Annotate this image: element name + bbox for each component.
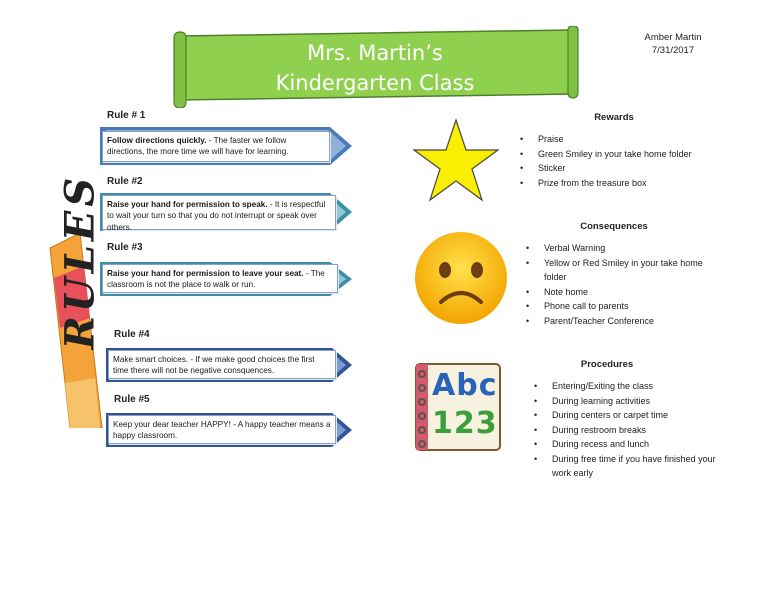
rule-2-card: Raise your hand for permission to speak.… — [100, 190, 352, 234]
sad-face-icon — [413, 230, 509, 331]
list-item: Prize from the treasure box — [518, 176, 748, 191]
list-item: Note home — [524, 285, 714, 300]
banner-scroll-shape — [173, 25, 579, 109]
list-item: Sticker — [518, 161, 748, 176]
list-item: Praise — [518, 132, 748, 147]
author-name: Amber Martin — [644, 32, 702, 43]
list-item: Entering/Exiting the class — [532, 379, 722, 394]
rule-4-label: Rule #4 — [114, 329, 150, 340]
consequences-list: Verbal Warning Yellow or Red Smiley in y… — [524, 241, 714, 328]
list-item: Phone call to parents — [524, 299, 714, 314]
list-item: During restroom breaks — [532, 423, 722, 438]
title-line-1: Mrs. Martin’s — [307, 41, 443, 65]
list-item: During recess and lunch — [532, 437, 722, 452]
author-date: 7/31/2017 — [651, 45, 695, 56]
procedures-title: Procedures — [580, 359, 634, 370]
abc-notebook-icon: Abc 123 — [412, 362, 504, 452]
rule-3-card: Raise your hand for permission to leave … — [100, 259, 352, 299]
list-item: Yellow or Red Smiley in your take home f… — [524, 256, 714, 285]
page-title: Mrs. Martin’s Kindergarten Class — [170, 26, 580, 98]
star-icon — [412, 118, 500, 209]
rule-4-card: Make smart choices. - If we make good ch… — [106, 345, 352, 385]
list-item: Parent/Teacher Conference — [524, 314, 714, 329]
list-item: During free time if you have finished yo… — [532, 452, 722, 481]
rule-4-text: Make smart choices. - If we make good ch… — [108, 350, 336, 379]
author-block: Amber Martin 7/31/2017 — [628, 31, 718, 57]
notebook-numbers: 123 — [432, 406, 498, 441]
consequences-title: Consequences — [580, 221, 648, 232]
rules-vertical-text: RULES — [56, 173, 104, 350]
list-item: Green Smiley in your take home folder — [518, 147, 748, 162]
rule-5-card: Keep your dear teacher HAPPY! - A happy … — [106, 410, 352, 450]
rule-1-card: Follow directions quickly. - The faster … — [100, 124, 352, 168]
list-item: Verbal Warning — [524, 241, 714, 256]
rule-2-label: Rule #2 — [107, 176, 143, 187]
rule-3-label: Rule #3 — [107, 242, 143, 253]
procedures-list: Entering/Exiting the class During learni… — [532, 379, 722, 481]
rule-2-text: Raise your hand for permission to speak.… — [102, 195, 336, 232]
rule-5-label: Rule #5 — [114, 394, 150, 405]
list-item: During learning activities — [532, 394, 722, 409]
rule-1-label: Rule # 1 — [107, 110, 146, 121]
list-item: During centers or carpet time — [532, 408, 722, 423]
rule-1-text: Follow directions quickly. - The faster … — [102, 131, 330, 162]
rule-3-text: Raise your hand for permission to leave … — [102, 264, 338, 293]
title-line-2: Kindergarten Class — [275, 71, 475, 95]
rule-5-text: Keep your dear teacher HAPPY! - A happy … — [108, 415, 336, 444]
rewards-title: Rewards — [594, 112, 634, 123]
notebook-letters: Abc — [432, 368, 498, 403]
title-banner: Mrs. Martin’s Kindergarten Class — [170, 25, 580, 109]
rules-pencil-art: RULES — [40, 128, 108, 429]
rewards-list: Praise Green Smiley in your take home fo… — [518, 132, 748, 190]
